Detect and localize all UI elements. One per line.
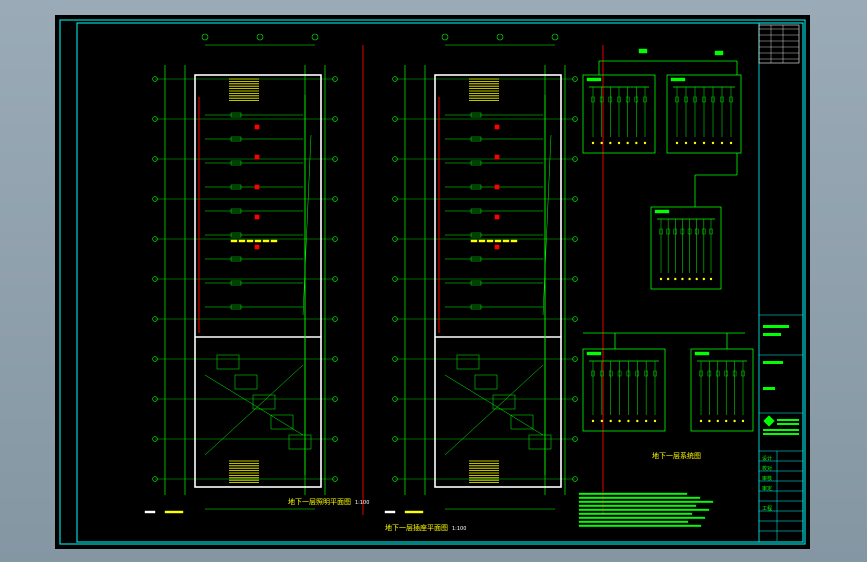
distribution-system-diagram: [582, 48, 754, 432]
title-block-row-5: 工程: [762, 505, 772, 512]
drawing-canvas: 地下一层照明平面图 1:100 地下一层插座平面图 1:100 地下一层系统图 …: [59, 19, 806, 545]
plan-left-scale: 1:100: [355, 500, 369, 506]
floor-plan-lighting: [144, 33, 364, 515]
title-block-row-3: 审核: [762, 475, 772, 482]
outer-frame: [59, 19, 806, 545]
company-logo-icon: [763, 415, 799, 435]
inner-frame: [76, 22, 804, 543]
floor-plan-sockets: [384, 33, 604, 515]
title-block-row-4: 审定: [762, 485, 772, 492]
title-block: [758, 23, 803, 542]
plan-left-title: 地下一层照明平面图: [288, 497, 351, 506]
plan-right-title: 地下一层插座平面图: [385, 523, 448, 532]
title-block-row-2: 校对: [762, 465, 772, 472]
plan-right-scale: 1:100: [452, 526, 466, 532]
system-diagram-title: 地下一层系统图: [652, 451, 701, 460]
design-notes: [578, 492, 714, 527]
title-block-row-1: 设计: [762, 455, 772, 462]
drawing-sheet: 地下一层照明平面图 1:100 地下一层插座平面图 1:100 地下一层系统图 …: [55, 15, 810, 549]
